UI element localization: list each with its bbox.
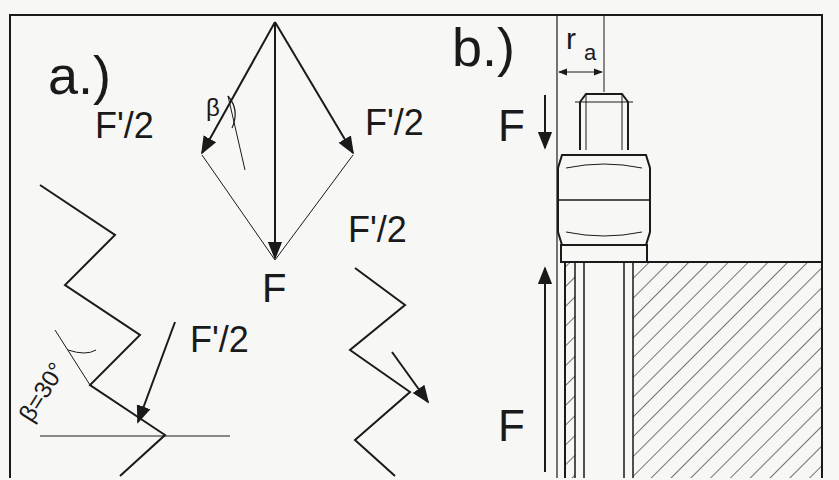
thread-profile [350, 268, 428, 476]
force-label: F [498, 404, 525, 448]
force-label: F'/2 [95, 108, 154, 144]
force-label: F'/2 [348, 212, 407, 248]
force-diagram [202, 22, 353, 260]
force-label: F [262, 268, 286, 308]
dimension-label: a [584, 42, 596, 64]
bolt-assembly [545, 16, 822, 478]
part-label: a.) [48, 48, 111, 102]
frame [10, 15, 822, 478]
angle-label: β=30° [15, 358, 69, 425]
part-label: b.) [452, 20, 515, 74]
force-label: F'/2 [190, 322, 249, 358]
dimension-label: r [566, 24, 576, 54]
angle-label: β [206, 96, 220, 120]
force-label: F'/2 [365, 105, 424, 141]
force-label: F [498, 104, 525, 148]
